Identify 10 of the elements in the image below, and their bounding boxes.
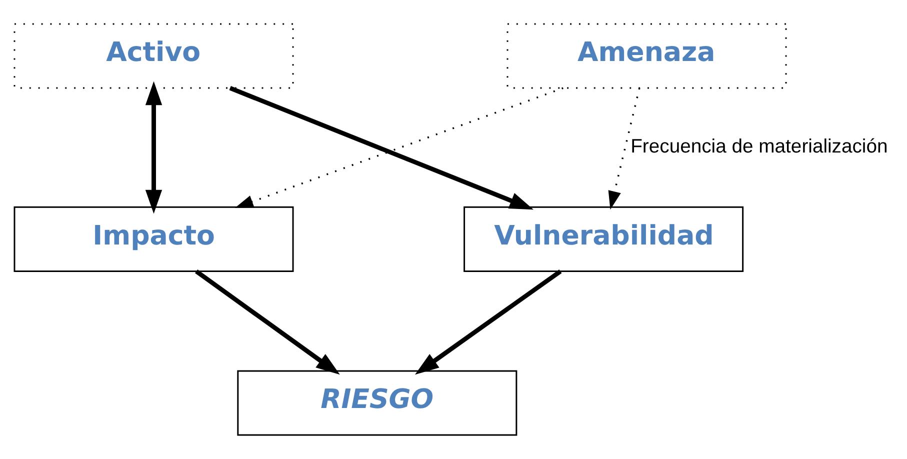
node-box: Amenaza bbox=[506, 23, 787, 89]
arrow bbox=[415, 269, 562, 375]
arrow bbox=[608, 88, 640, 210]
node-box: RIESGO bbox=[237, 370, 518, 436]
arrow bbox=[195, 270, 340, 375]
node-box: Impacto bbox=[14, 206, 294, 272]
node-box: Activo bbox=[14, 23, 294, 89]
node-box: Vulnerabilidad bbox=[464, 206, 744, 272]
edge-label: Frecuencia de materialización bbox=[630, 136, 888, 158]
arrow bbox=[145, 81, 162, 214]
